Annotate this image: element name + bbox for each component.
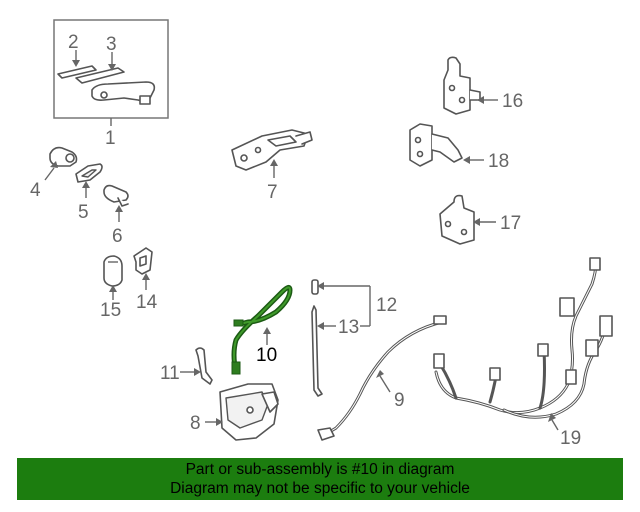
callout-5: 5	[78, 202, 89, 223]
callout-19: 19	[560, 428, 581, 449]
part-15-bumper[interactable]	[103, 255, 123, 287]
callout-3: 3	[106, 34, 117, 55]
part-9-cable[interactable]	[317, 315, 447, 441]
part-12-rod-clip[interactable]	[311, 279, 319, 295]
banner-line-2: Diagram may not be specific to your vehi…	[170, 480, 470, 497]
part-13-rod[interactable]	[311, 305, 323, 397]
part-17-hinge[interactable]	[439, 194, 475, 245]
callout-4: 4	[30, 180, 41, 201]
part-16-hinge[interactable]	[443, 56, 481, 115]
callout-18: 18	[488, 151, 509, 172]
callout-6: 6	[112, 226, 123, 247]
part-14-striker[interactable]	[133, 247, 153, 275]
callout-15: 15	[100, 300, 121, 321]
part-8-latch-housing[interactable]	[219, 383, 279, 441]
callout-10: 10	[256, 345, 277, 366]
callout-2: 2	[68, 32, 79, 53]
part-10-cable[interactable]	[231, 284, 293, 375]
part-7-latch[interactable]	[231, 129, 313, 171]
banner-line-1: Part or sub-assembly is #10 in diagram	[185, 461, 455, 478]
callout-17: 17	[500, 213, 521, 234]
callout-16: 16	[502, 91, 523, 112]
callout-8: 8	[190, 413, 201, 434]
part-5-bezel[interactable]	[75, 163, 103, 183]
info-banner: Part or sub-assembly is #10 in diagram D…	[17, 458, 623, 500]
parts-diagram: 1 2 3 4 5 6 15 14	[30, 19, 613, 449]
callout-13: 13	[338, 317, 359, 338]
callout-11: 11	[160, 363, 180, 384]
callout-12: 12	[376, 295, 397, 316]
callout-7: 7	[267, 182, 278, 203]
callout-1: 1	[105, 128, 116, 149]
part-1-handle-assembly[interactable]	[53, 19, 169, 119]
part-4-bracket[interactable]	[49, 146, 78, 167]
part-11-rod[interactable]	[195, 347, 213, 385]
callout-9: 9	[394, 390, 405, 411]
part-19-wiring-harness[interactable]	[433, 257, 613, 419]
part-6-clip[interactable]	[103, 184, 129, 207]
callout-14: 14	[136, 292, 158, 313]
part-18-check-link[interactable]	[409, 123, 463, 167]
